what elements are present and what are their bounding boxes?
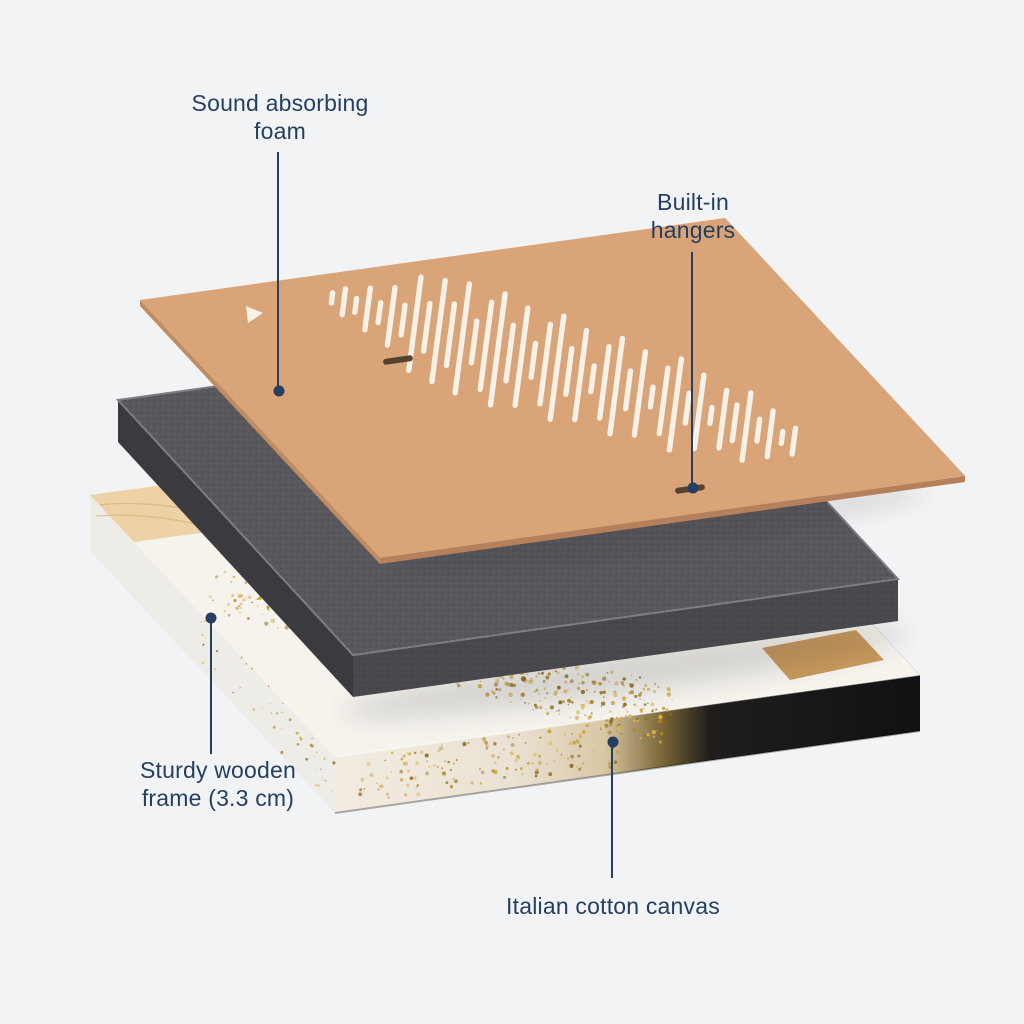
waveform-slit (339, 286, 349, 318)
waveform-cutouts (328, 274, 799, 463)
waveform-slit (789, 425, 799, 457)
label-italian-cotton-canvas: Italian cotton canvas (506, 892, 720, 919)
waveform-slit (375, 300, 384, 326)
waveform-slit (597, 344, 612, 421)
waveform-slit (729, 402, 740, 444)
waveform-slit (452, 281, 473, 396)
waveform-slit (443, 301, 458, 369)
board-left-edge (140, 300, 380, 564)
label-sturdy-wooden-frame: Sturdy wooden frame (3.3 cm) (139, 756, 297, 811)
waveform-slit (547, 313, 567, 422)
label-built-in-hangers: Built-in hangers (650, 188, 736, 243)
waveform-slit (398, 302, 408, 338)
waveform-slit (607, 335, 626, 437)
waveform-slit (778, 428, 786, 447)
frame-bottom-edge (334, 730, 921, 814)
leader-line-foam (277, 152, 279, 388)
label-sound-absorbing-foam: Sound absorbing foam (191, 89, 369, 144)
foam-front-texture (353, 579, 898, 697)
waveform-slit (477, 299, 495, 392)
waveform-slit (754, 416, 763, 444)
waveform-slit (384, 284, 398, 348)
waveform-slit (537, 321, 554, 407)
waveform-slit (588, 363, 597, 395)
waveform-slit (656, 365, 671, 437)
waveform-slit (739, 390, 754, 463)
waveform-slit (764, 408, 776, 460)
frame-left-face (90, 495, 335, 813)
frame-front-face (335, 675, 920, 813)
waveform-slit (647, 384, 656, 410)
waveform-slit (429, 277, 448, 385)
waveform-slit (487, 291, 508, 408)
foam-left-face (118, 400, 353, 697)
leader-dot-frame (205, 612, 217, 624)
waveform-slit (682, 390, 692, 426)
leader-line-frame (210, 621, 212, 754)
waveform-slit (420, 300, 433, 354)
waveform-slit (572, 327, 590, 423)
waveform-slit (468, 318, 480, 366)
waveform-slit (707, 404, 715, 427)
waveform-slit (631, 349, 649, 438)
board-shadow (392, 488, 928, 572)
leader-line-canvas (611, 744, 613, 878)
canvas-fold-highlight (334, 674, 921, 758)
waveform-slit (512, 305, 531, 408)
backing-board-layer (140, 218, 965, 564)
leader-dot-canvas (607, 736, 619, 748)
leader-dot-foam (273, 385, 285, 397)
waveform-slit (503, 322, 516, 384)
hanger-slot-left (383, 355, 413, 365)
waveform-slit (352, 295, 360, 315)
waveform-slit (622, 368, 634, 412)
waveform-slit (563, 345, 575, 397)
foam-shadow (342, 626, 908, 718)
waveform-slit (362, 285, 373, 333)
leader-dot-hangers (687, 482, 699, 494)
waveform-slit (716, 387, 730, 451)
waveform-slit (666, 356, 685, 453)
leader-line-hangers (691, 252, 693, 484)
note-cutout (246, 306, 263, 323)
waveform-slit (406, 274, 424, 373)
waveform-slit (691, 372, 707, 452)
waveform-slit (528, 340, 539, 380)
board-bottom-edge (380, 476, 965, 564)
waveform-slit (328, 290, 336, 306)
